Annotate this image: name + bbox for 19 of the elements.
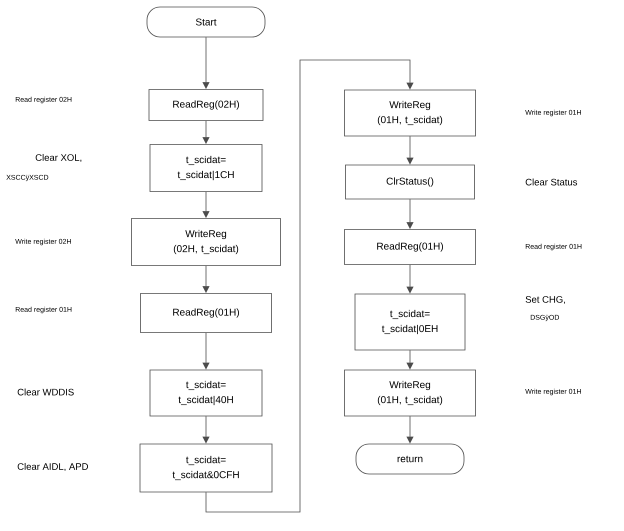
terminal-box: Start bbox=[146, 6, 266, 38]
annotation-text: Set CHG, bbox=[526, 296, 565, 304]
process-box: t_scidat= t_scidat&0CFH bbox=[140, 444, 272, 492]
process-box: t_scidat= t_scidat|0EH bbox=[354, 294, 466, 350]
process-box: WriteReg (01H, t_scidat) bbox=[344, 90, 476, 136]
annotation-text: Clear XOL, bbox=[36, 154, 82, 162]
annotation-text: Clear WDDIS bbox=[18, 388, 74, 396]
annotation-text: Clear Status bbox=[526, 178, 578, 186]
process-box: ClrStatus() bbox=[345, 164, 475, 200]
process-box: WriteReg (01H, t_scidat) bbox=[344, 370, 476, 416]
terminal-box: return bbox=[356, 444, 464, 474]
process-box: t_scidat= t_scidat|40H bbox=[150, 370, 262, 416]
process-box: ReadReg(01H) bbox=[344, 229, 476, 265]
process-box: ReadReg(02H) bbox=[148, 89, 264, 121]
annotation-text: Clear AIDL, APD bbox=[18, 462, 88, 472]
process-box: t_scidat= t_scidat|1CH bbox=[150, 144, 262, 192]
arrow bbox=[206, 60, 414, 512]
process-box: ReadReg(01H) bbox=[140, 293, 272, 333]
process-box: WriteReg (02H, t_scidat) bbox=[131, 218, 281, 266]
